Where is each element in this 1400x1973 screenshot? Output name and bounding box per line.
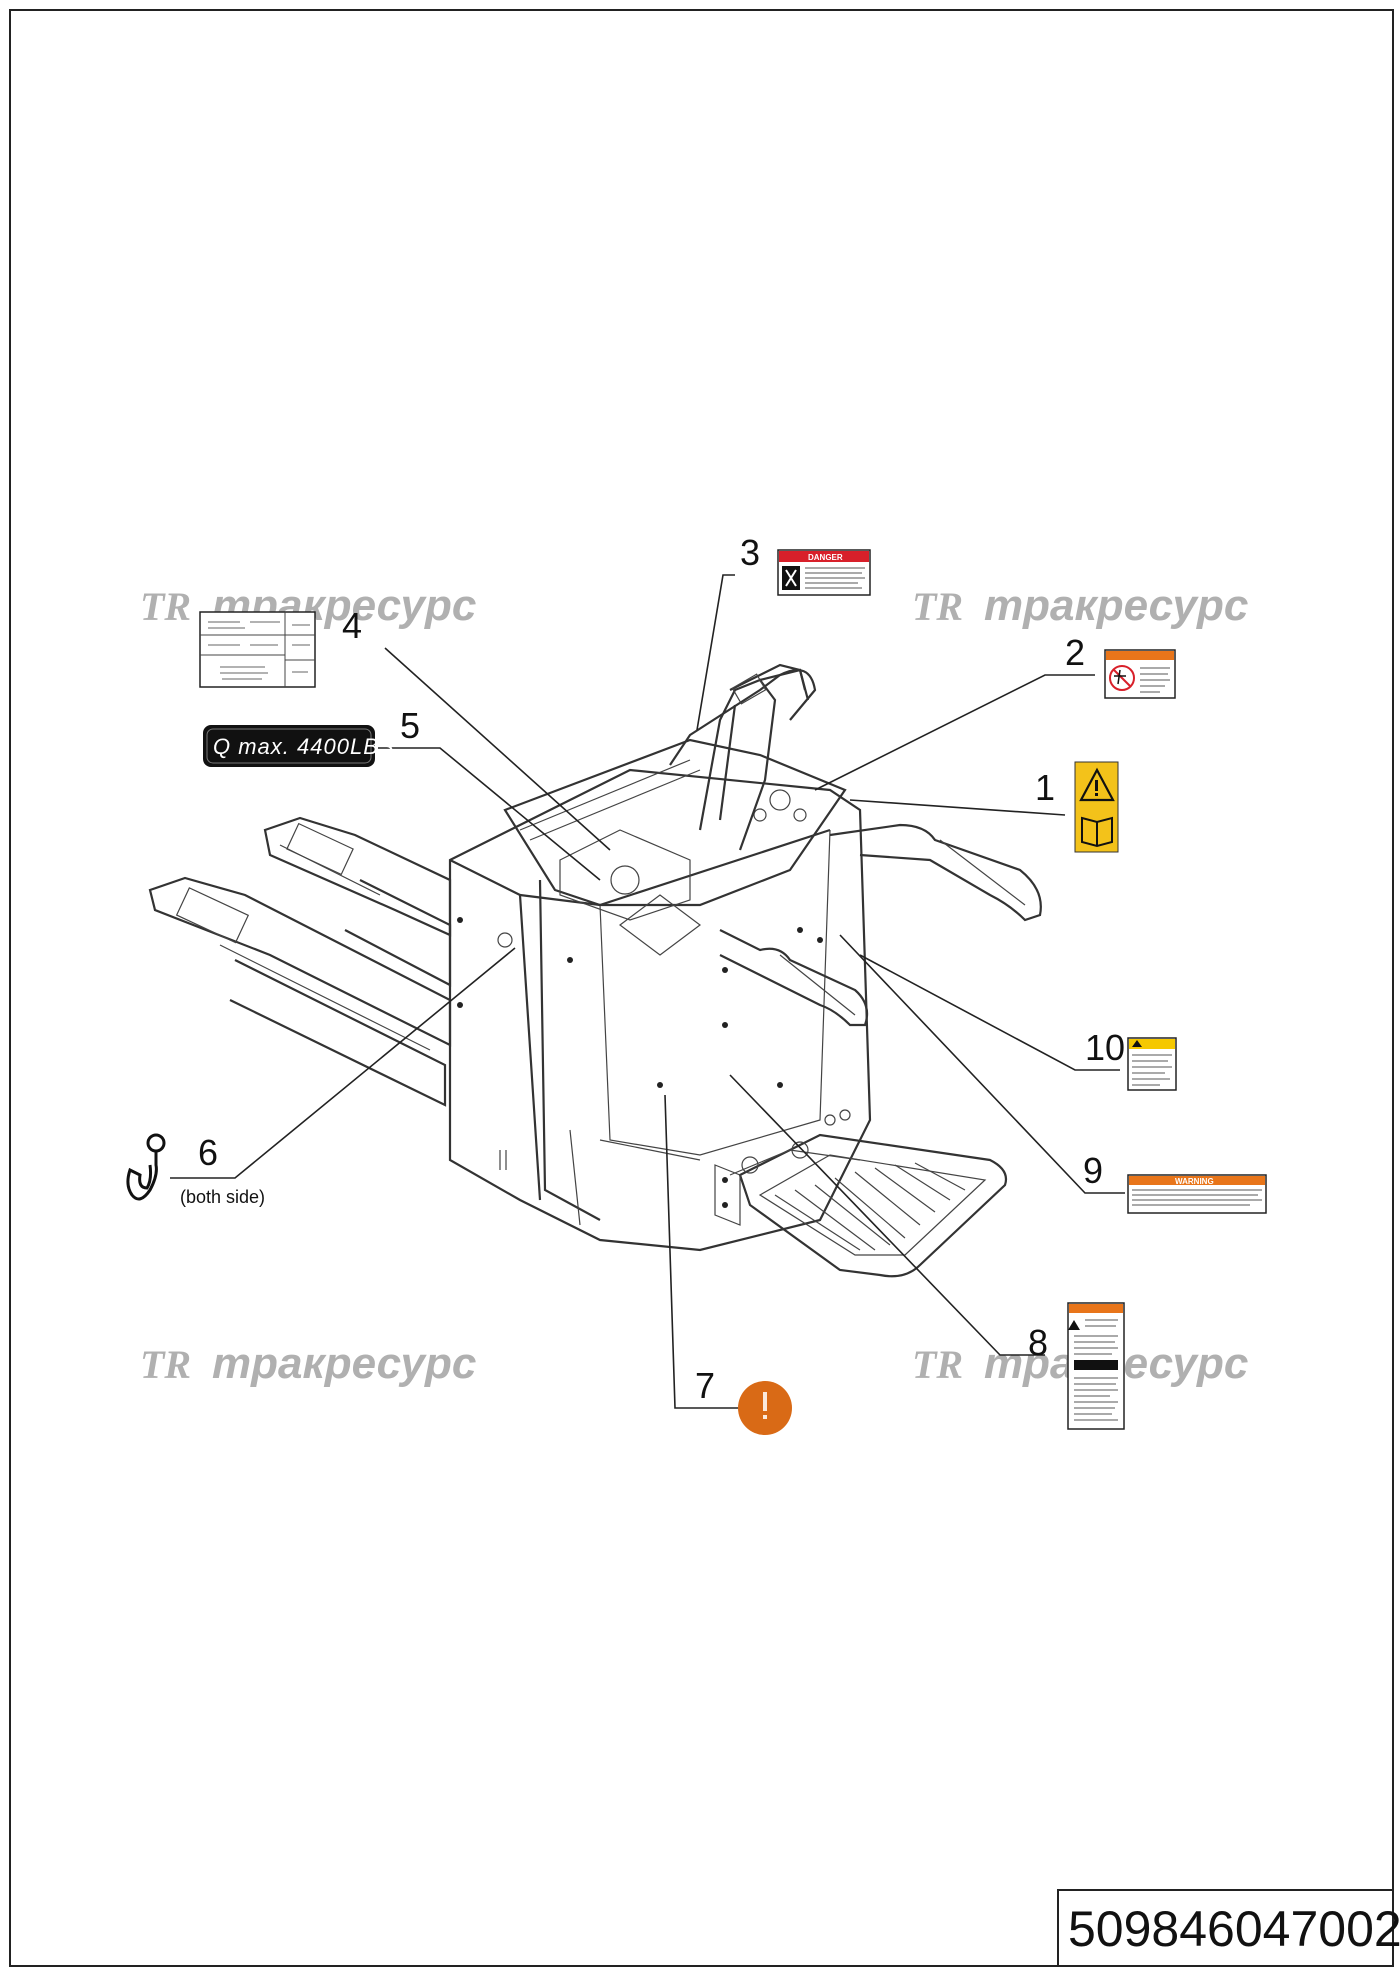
tiller	[669, 663, 817, 851]
watermark-bottom-left: TR тракресурс	[140, 1339, 476, 1388]
callout-7: 7	[695, 1365, 715, 1406]
part-number-box: 509846047002	[1057, 1889, 1400, 1967]
watermark-logo: TR	[140, 1342, 191, 1387]
watermark-logo: TR	[140, 584, 191, 629]
page-frame	[9, 9, 1394, 1967]
watermark-top-right: TR тракресурс	[912, 581, 1248, 630]
watermark-logo: TR	[912, 584, 963, 629]
decal-3-danger: DANGER	[777, 549, 871, 596]
decal-2-no-riders	[1104, 649, 1176, 699]
decal-9-warning-strip: WARNING	[1127, 1174, 1267, 1214]
callout-10: 10	[1085, 1027, 1125, 1068]
hook-icon	[126, 1133, 166, 1201]
callout-9: 9	[1083, 1150, 1103, 1191]
operator-platform	[714, 1109, 1008, 1278]
decal-5-capacity: Q max. 4400LBS	[203, 725, 395, 767]
decal-10-caution	[1127, 1037, 1177, 1091]
callout-3: 3	[740, 532, 760, 573]
leader-lines	[170, 574, 1125, 1409]
decal-1-read-manual	[1074, 761, 1119, 853]
callout-numbers: 1 2 3 4 5 6 7 8 9 10	[198, 532, 1125, 1406]
danger-header: DANGER	[808, 553, 843, 562]
pallet-truck-drawing	[148, 663, 1042, 1278]
capacity-label: Q max. 4400LBS	[213, 734, 395, 759]
watermark-logo: TR	[912, 1342, 963, 1387]
hook-note: (both side)	[180, 1187, 265, 1207]
callout-5: 5	[400, 705, 420, 746]
callout-4: 4	[342, 605, 362, 646]
fork-front	[148, 876, 452, 1107]
callout-8: 8	[1028, 1322, 1048, 1363]
manual-book-icon	[1081, 816, 1113, 848]
fork-rear	[263, 816, 452, 987]
watermark-text: тракресурс	[212, 1339, 476, 1388]
callout-6: 6	[198, 1132, 218, 1173]
decal-6-hook: (both side)	[126, 1133, 265, 1207]
warning-triangle-icon	[1079, 767, 1115, 802]
grab-handles	[719, 823, 1042, 1027]
callout-1: 1	[1035, 767, 1055, 808]
callout-2: 2	[1065, 632, 1085, 673]
exclamation-icon	[763, 1392, 767, 1419]
decal-4-spec-plate	[199, 611, 316, 688]
warning-header: WARNING	[1175, 1177, 1214, 1186]
chassis	[448, 738, 872, 1252]
watermark-text: тракресурс	[984, 581, 1248, 630]
decal-7-round-warning	[738, 1381, 792, 1435]
part-number: 509846047002	[1068, 1901, 1400, 1957]
decal-8-tall-warning	[1067, 1302, 1125, 1430]
